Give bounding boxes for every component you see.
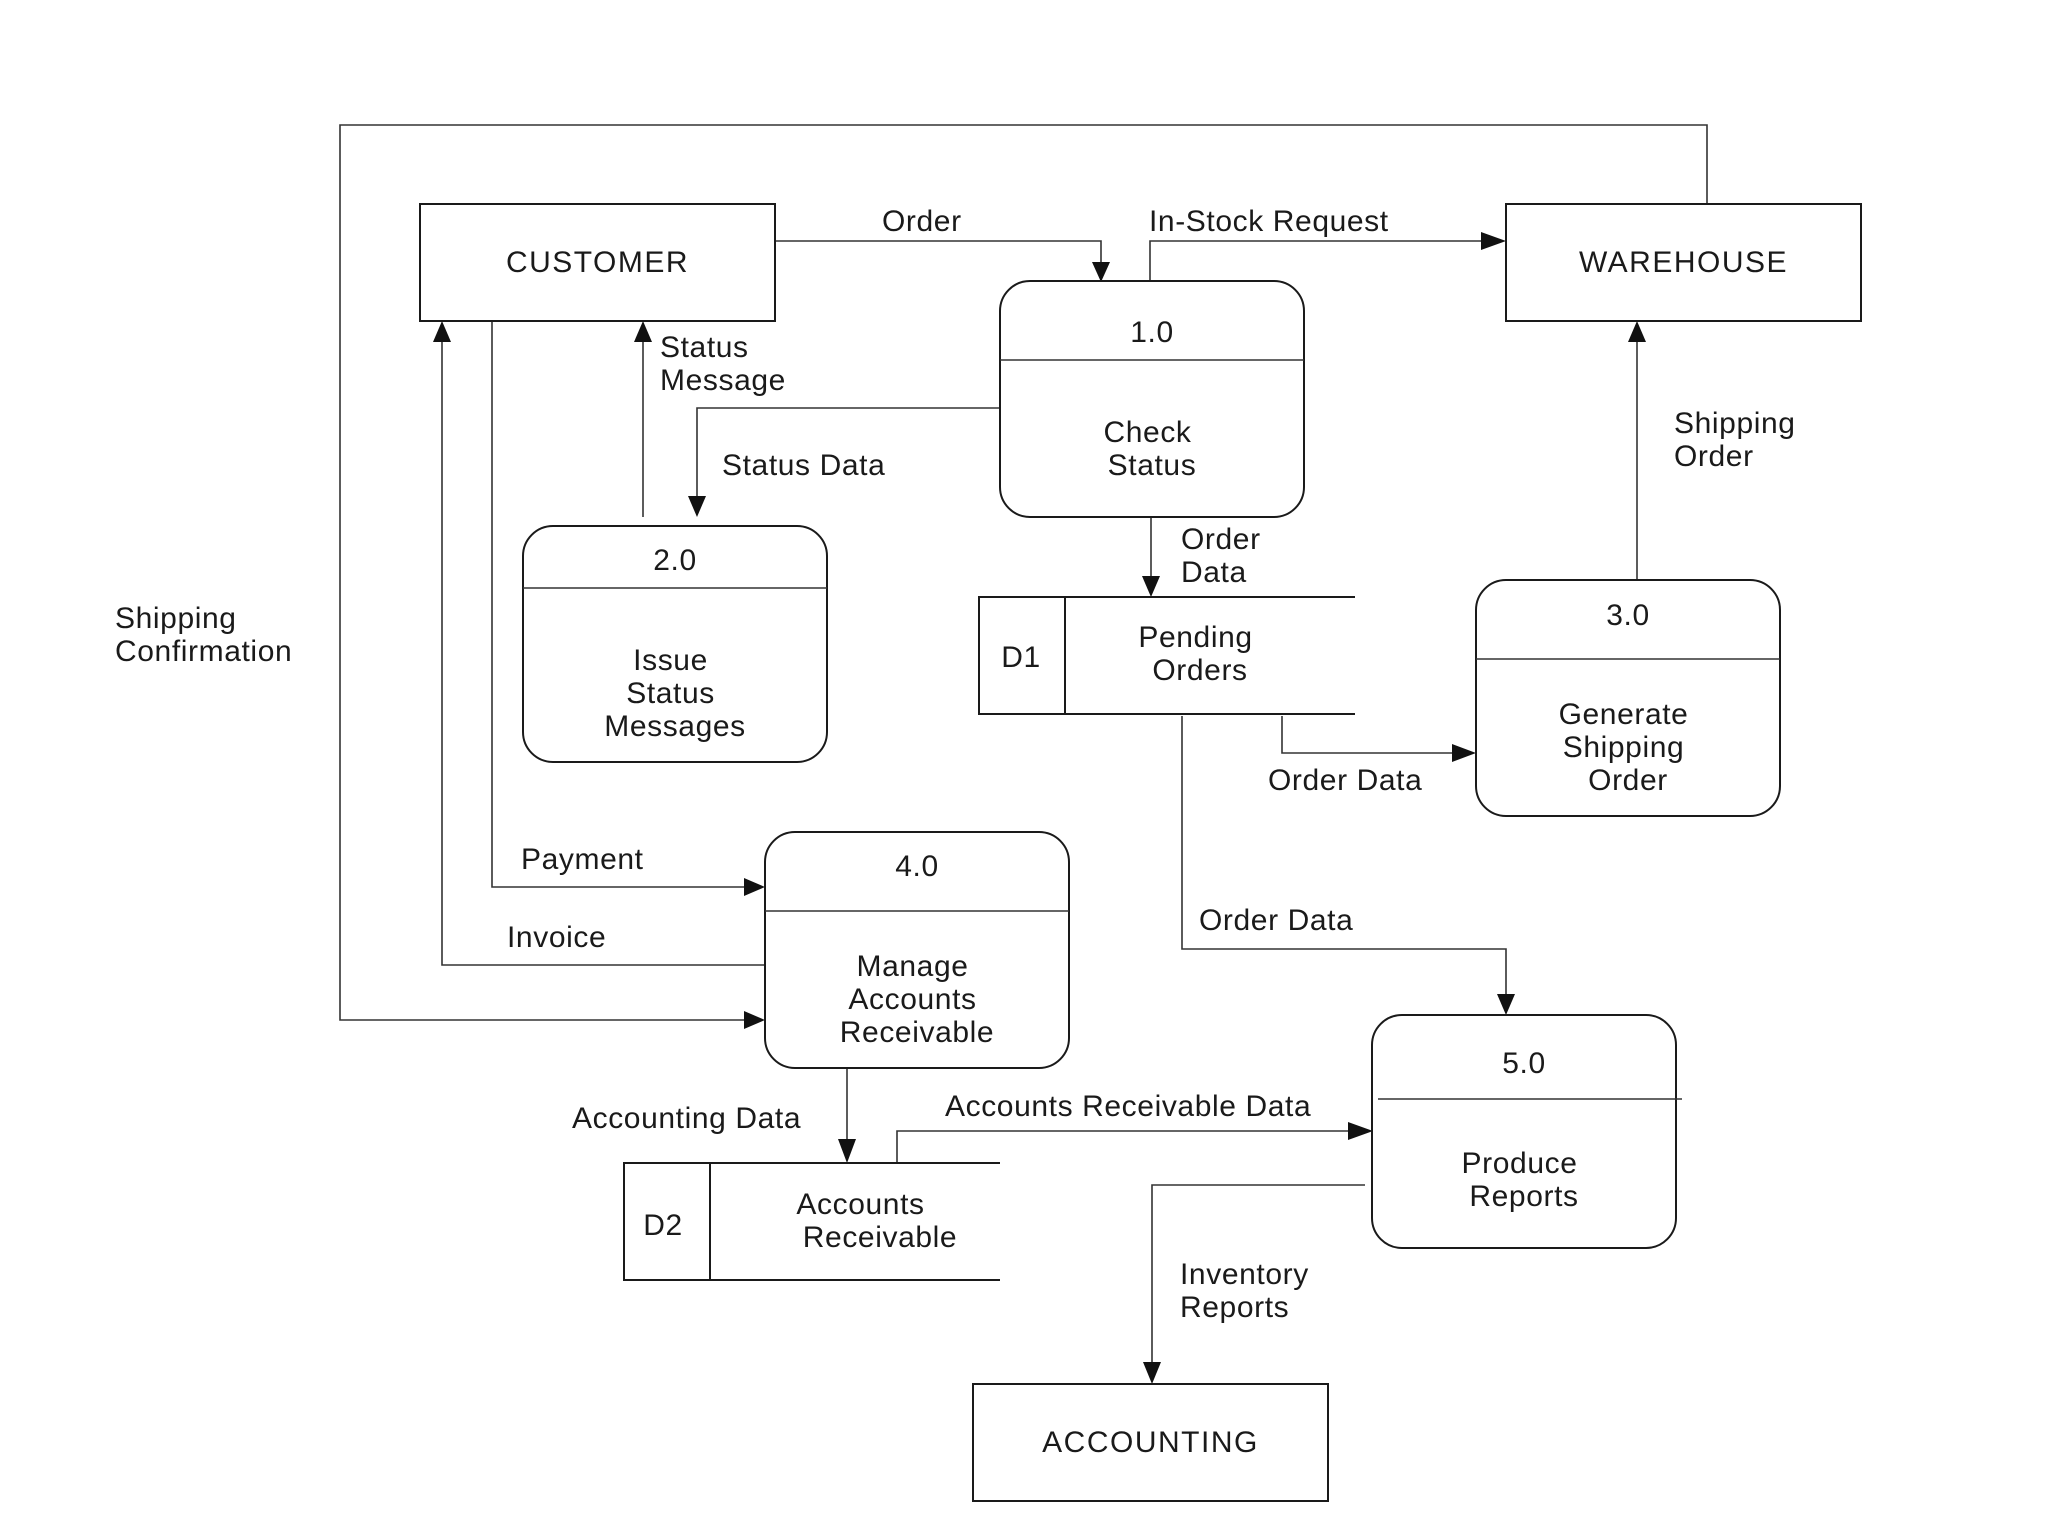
process-2-0: 2.0 Issue Status Messages [522,525,828,763]
entity-warehouse-label: WAREHOUSE [1579,246,1788,279]
flow-label-order-data-p5: Order Data [1199,904,1353,937]
flow-order-data-p3-line [1281,716,1452,754]
flow-invoice-line [441,341,765,966]
flow-label-in-stock-request: In-Stock Request [1149,205,1389,238]
data-store-d2: D2 Accounts Receivable [623,1162,1000,1281]
flow-order-line [775,240,1102,262]
process-4-0-id: 4.0 [895,850,939,883]
entity-accounting-label: ACCOUNTING [1042,1426,1259,1459]
process-5-0-name: Produce Reports [1462,1147,1587,1213]
arrowhead-accounting-data [838,1139,856,1163]
entity-customer-label: CUSTOMER [506,246,689,279]
data-store-d1-name: Pending Orders [1138,621,1261,687]
flow-label-order-data-d1: Order Data [1181,523,1270,589]
data-store-d1: D1 Pending Orders [978,596,1355,715]
flow-in-stock-request-line [1149,240,1482,281]
flow-label-invoice: Invoice [507,921,606,954]
arrowhead-order-data-p5 [1497,994,1515,1015]
data-store-d1-id: D1 [1001,641,1041,674]
flow-label-status-message: Status Message [660,331,786,397]
arrowhead-order-data-d1 [1142,576,1160,597]
arrowhead-status-message [634,321,652,342]
process-2-0-id: 2.0 [653,544,697,577]
process-1-0-name: Check Status [1104,416,1201,482]
arrowhead-order [1092,262,1110,282]
flow-labels: Order In-Stock Request Status Message St… [115,205,1805,1324]
flow-label-order: Order [882,205,962,238]
entity-accounting: ACCOUNTING [972,1383,1329,1502]
process-1-0-id: 1.0 [1130,316,1174,349]
flow-lines [339,124,1708,1362]
process-4-0: 4.0 Manage Accounts Receivable [764,831,1070,1069]
arrowhead-inventory-reports [1143,1362,1161,1384]
arrowhead-shipping-order [1628,321,1646,342]
flow-label-accounting-data: Accounting Data [572,1102,801,1135]
entity-customer: CUSTOMER [419,203,776,322]
process-3-0: 3.0 Generate Shipping Order [1475,579,1781,817]
arrowhead-payment [744,878,765,896]
arrow-heads [433,232,1646,1384]
process-3-0-name: Generate Shipping Order [1559,698,1698,797]
flow-label-shipping-confirmation: Shipping Confirmation [115,602,292,668]
flow-payment-line [491,321,748,888]
arrowhead-shipping-confirmation [744,1011,765,1029]
flow-ar-data-line [896,1130,1356,1163]
flow-order-data-p5-line [1181,716,1507,994]
arrowhead-order-data-p3 [1452,744,1476,762]
arrowhead-ar-data [1348,1122,1373,1140]
data-store-d2-name: Accounts Receivable [796,1188,957,1254]
flow-label-inventory-reports: Inventory Reports [1180,1258,1318,1324]
flow-label-order-data-p3: Order Data [1268,764,1422,797]
entity-warehouse: WAREHOUSE [1505,203,1862,322]
arrowhead-in-stock-request [1481,232,1506,250]
flow-label-status-data: Status Data [722,449,885,482]
arrowhead-invoice [433,321,451,342]
process-5-0-id: 5.0 [1502,1047,1546,1080]
process-4-0-name: Manage Accounts Receivable [840,950,994,1049]
process-1-0: 1.0 Check Status [999,280,1305,518]
flow-label-ar-data: Accounts Receivable Data [945,1090,1311,1123]
flow-shipping-confirmation-line [339,124,1708,1021]
process-5-0: 5.0 Produce Reports [1371,1014,1682,1249]
data-store-d2-id: D2 [643,1209,683,1242]
process-2-0-name: Issue Status Messages [604,644,746,743]
flow-label-payment: Payment [521,843,644,876]
flow-inventory-reports-line [1151,1184,1365,1362]
arrowhead-status-data [688,496,706,517]
flow-status-data-line [696,407,1000,496]
flow-label-shipping-order: Shipping Order [1674,407,1805,473]
process-3-0-id: 3.0 [1606,599,1650,632]
